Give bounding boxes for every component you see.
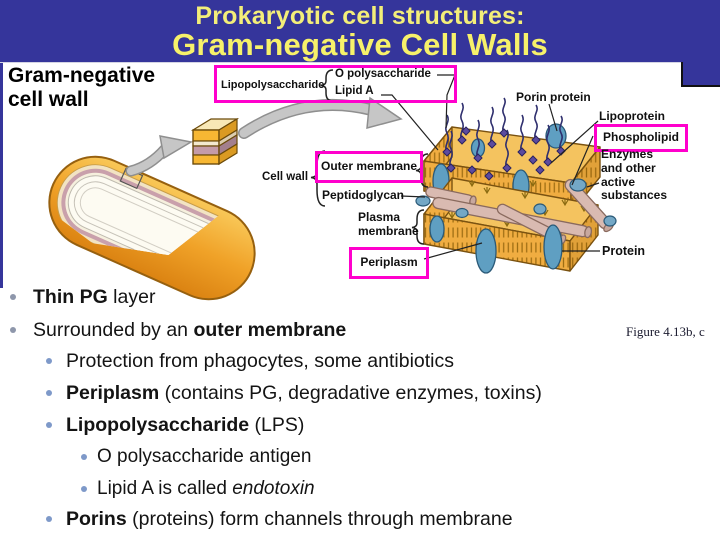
bullet-item: Thin PG layer (10, 283, 155, 311)
leader-lines (381, 74, 600, 260)
header-notch (681, 62, 720, 87)
bullet-dot (46, 516, 52, 522)
bullet-item: Lipopolysaccharide (LPS) (46, 411, 304, 439)
bullet-dot (81, 454, 87, 460)
bullet-text: O polysaccharide antigen (97, 446, 312, 467)
bullet-dot (10, 327, 16, 333)
magnify-arrow-small (125, 135, 194, 177)
bullet-item: Periplasm (contains PG, degradative enzy… (46, 379, 542, 407)
magnify-arrow-large (238, 96, 403, 139)
bullet-item: Surrounded by an outer membrane (10, 316, 346, 344)
slide-title-line2: Gram-negative Cell Walls (172, 27, 548, 62)
header-underline (0, 62, 681, 63)
phospholipid-label: Phospholipid (603, 130, 679, 145)
bullet-dot (46, 422, 52, 428)
periplasm-highlight-box: Periplasm (349, 247, 429, 279)
bullet-text: Porins (proteins) form channels through … (66, 507, 513, 530)
slide-title-line1: Prokaryotic cell structures: (195, 2, 525, 30)
bullet-dot (46, 358, 52, 364)
figure-caption: Figure 4.13b, c (626, 324, 705, 339)
o-polysaccharide-label: O polysaccharide (335, 68, 431, 80)
bullet-text: Lipid A is called endotoxin (97, 478, 315, 499)
slide-title-bar: Prokaryotic cell structures: Gram-negati… (0, 0, 720, 62)
bullet-dot (81, 486, 87, 492)
protein-label: Protein (602, 244, 646, 258)
bullet-item: Porins (proteins) form channels through … (46, 505, 513, 533)
bullet-item: Lipid A is called endotoxin (81, 475, 315, 503)
lipid-a-heads (442, 126, 566, 181)
enzyme-blobs (415, 178, 617, 227)
bacterium-capsule (48, 155, 256, 301)
lipid-a-label: Lipid A (335, 85, 374, 97)
bullet-item: O polysaccharide antigen (81, 443, 311, 471)
periplasm-label: Periplasm (360, 255, 418, 270)
membrane-proteins (429, 215, 563, 274)
bullet-text: Lipopolysaccharide (LPS) (66, 413, 305, 436)
peptidoglycan-label: Peptidoglycan (322, 188, 405, 202)
bullet-text: Periplasm (contains PG, degradative enzy… (66, 381, 542, 404)
left-edge-strip (0, 62, 3, 288)
lipopolysaccharide-highlight-box (214, 65, 457, 103)
bullet-dot (46, 390, 52, 396)
bullet-text: Surrounded by an outer membrane (33, 318, 347, 341)
bullet-dot (10, 294, 16, 300)
bullet-text: Thin PG layer (33, 285, 156, 308)
lps-chains (445, 97, 563, 169)
wall-section-cube (190, 117, 240, 166)
lipopolysaccharide-label: Lipopolysaccharide (221, 79, 325, 91)
phospholipid-highlight-box: Phospholipid (594, 124, 688, 152)
cell-wall-label: Cell wall (262, 171, 309, 183)
enzymes-label: Enzymes and other active substances (601, 147, 668, 203)
lipoprotein-label: Lipoprotein (599, 109, 665, 123)
porin-protein-label: Porin protein (516, 90, 591, 104)
bullet-item: Protection from phagocytes, some antibio… (46, 347, 454, 375)
outer-membrane-highlight-box: Outer membrane (315, 151, 423, 183)
bullet-text: Protection from phagocytes, some antibio… (66, 349, 455, 372)
figure-heading-line2: cell wall (8, 88, 89, 111)
outer-membrane-label: Outer membrane (320, 159, 418, 174)
plasma-membrane-label: Plasma membrane (358, 210, 419, 238)
figure-heading-line1: Gram-negative (8, 64, 156, 87)
